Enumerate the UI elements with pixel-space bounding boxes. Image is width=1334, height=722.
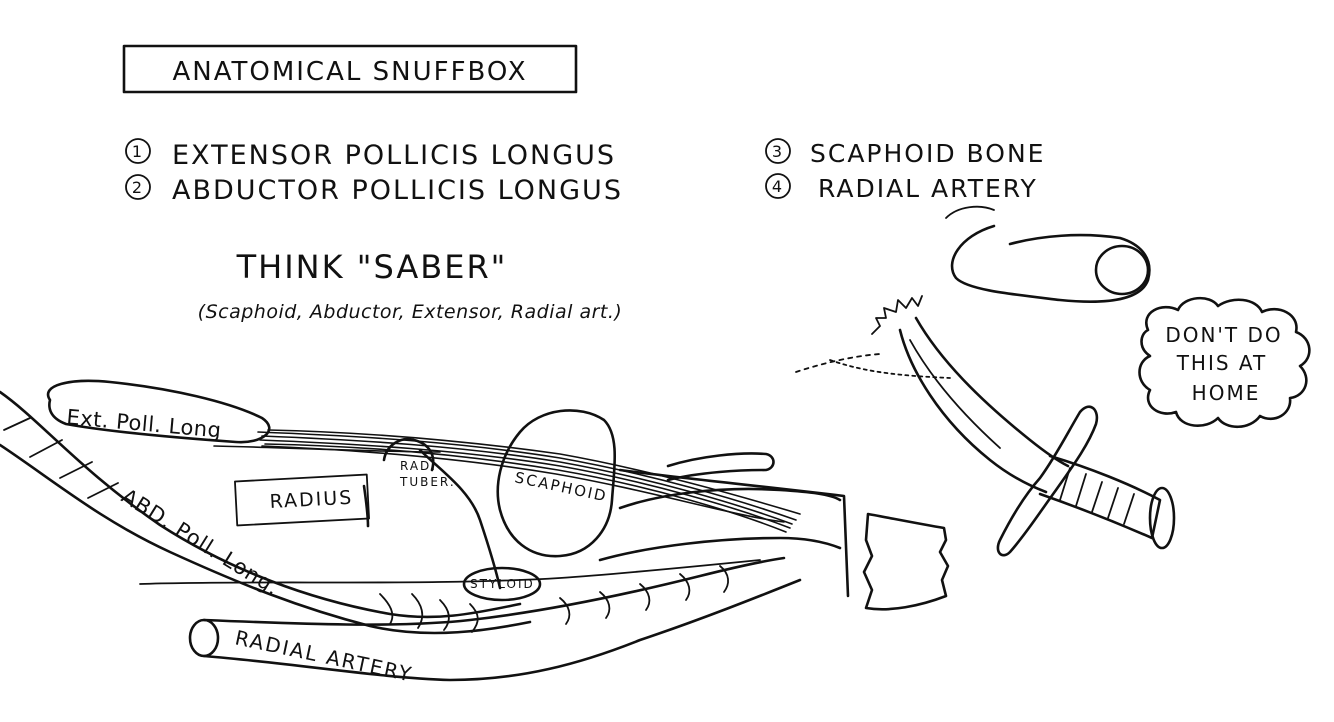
mnemonic-heading: THINK "SABER": [236, 248, 508, 286]
abductor-tendon: [0, 390, 532, 635]
rad-tuber-label-1: RAD.: [400, 459, 437, 473]
forearm-top-edge: [618, 468, 850, 598]
thumb-outline: [950, 224, 1151, 303]
svg-text:4: 4: [772, 177, 784, 196]
rad-tuber-label-2: TUBER.: [399, 475, 456, 489]
svg-text:2: 2: [132, 178, 144, 197]
svg-text:1: 1: [132, 142, 144, 161]
wrist-drawing: Ext. Poll. Long RADIUS RAD. TUBER. SCAPH…: [0, 379, 950, 687]
styloid-label: STYLOID: [470, 577, 535, 591]
mnemonic-expansion: (Scaphoid, Abductor, Extensor, Radial ar…: [198, 301, 623, 323]
speech-bubble-line-1: DON'T DO: [1165, 323, 1282, 347]
radius-label: RADIUS: [269, 487, 354, 513]
knife-guard: [996, 405, 1099, 557]
ext-poll-long-label: Ext. Poll. Long: [66, 405, 223, 442]
radius-outline: [362, 448, 502, 590]
legend-text-1: EXTENSOR POLLICIS LONGUS: [172, 140, 616, 171]
radial-artery: [188, 556, 802, 682]
knife-blade: [898, 328, 1048, 494]
scaphoid-label: SCAPHOID: [513, 468, 609, 505]
torn-hand-piece: [862, 512, 950, 611]
radius-box: [234, 473, 370, 527]
legend: 1 EXTENSOR POLLICIS LONGUS 2 ABDUCTOR PO…: [125, 138, 1045, 206]
svg-text:3: 3: [772, 142, 784, 161]
title-text: ANATOMICAL SNUFFBOX: [172, 57, 527, 87]
speech-bubble-line-3: HOME: [1192, 381, 1261, 405]
rad-tuber-outline: [382, 437, 435, 472]
speech-bubble-line-2: THIS AT: [1176, 351, 1268, 375]
radial-artery-label: RADIAL ARTERY: [233, 625, 415, 686]
styloid-outline: [462, 566, 542, 602]
speech-bubble: DON'T DO THIS AT HOME: [1138, 296, 1311, 429]
legend-text-2: ABDUCTOR POLLICIS LONGUS: [172, 175, 623, 206]
thumb-and-knife: [795, 205, 1176, 557]
forearm-contour-line: [139, 559, 761, 585]
legend-text-4: RADIAL ARTERY: [818, 174, 1038, 203]
mnemonic: THINK "SABER" (Scaphoid, Abductor, Exten…: [198, 248, 623, 323]
legend-item-2: 2 ABDUCTOR POLLICIS LONGUS: [125, 174, 623, 206]
thumbnail: [1094, 244, 1150, 296]
scaphoid-outline: [496, 409, 617, 558]
legend-text-3: SCAPHOID BONE: [810, 139, 1045, 168]
legend-item-3: 3 SCAPHOID BONE: [765, 138, 1045, 168]
legend-item-1: 1 EXTENSOR POLLICIS LONGUS: [125, 138, 616, 171]
title-box: ANATOMICAL SNUFFBOX: [122, 44, 578, 94]
knife-handle: [1038, 454, 1162, 540]
extensor-tendon-bundle: [213, 429, 801, 533]
legend-item-4: 4 RADIAL ARTERY: [765, 173, 1038, 203]
speech-bubble-outline: [1138, 296, 1311, 429]
knife-pommel: [1148, 486, 1176, 550]
ext-poll-long-outline: [46, 379, 271, 444]
